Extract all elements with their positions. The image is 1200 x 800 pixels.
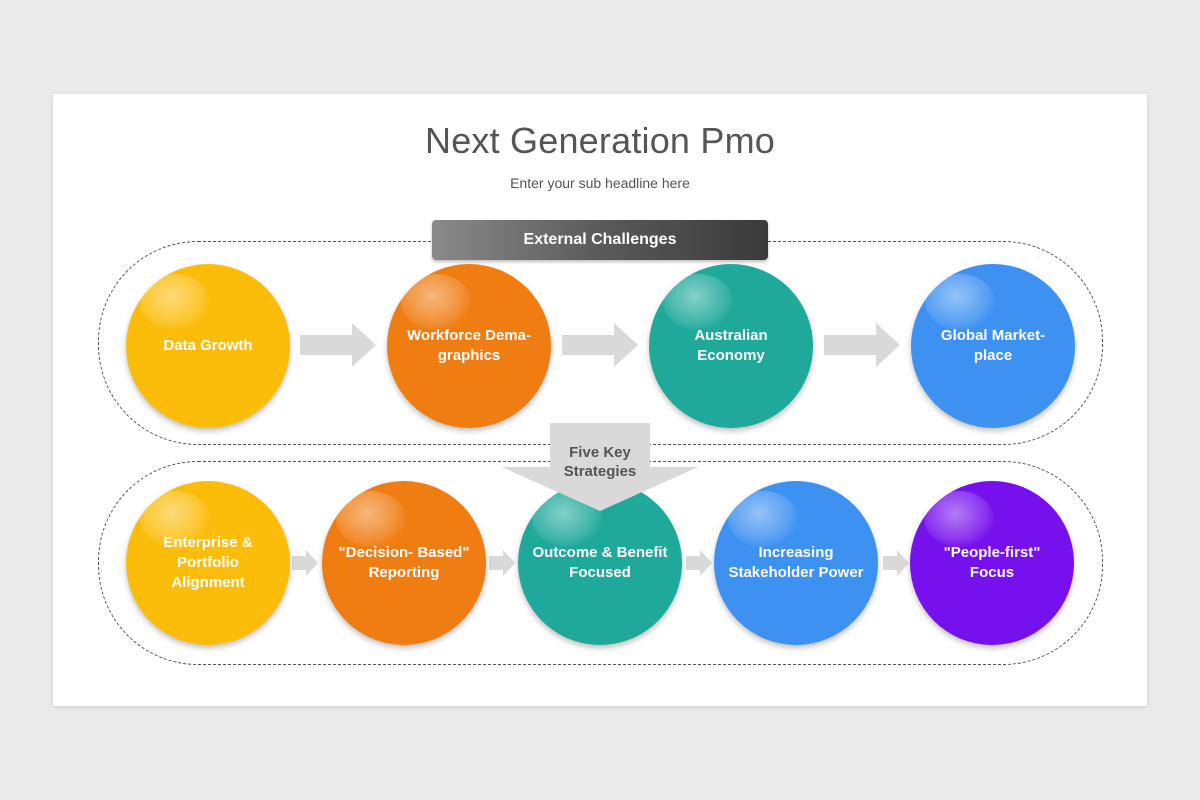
external-challenges-banner: External Challenges xyxy=(432,220,768,260)
circle-decision-based-reporting: "Decision- Based" Reporting xyxy=(322,481,486,645)
circle-label: Enterprise & Portfolio Alignment xyxy=(163,534,253,591)
circle-label: Australian Economy xyxy=(694,327,768,364)
gloss-highlight xyxy=(925,274,995,330)
gloss-highlight xyxy=(728,491,798,547)
five-key-strategies-arrow-tip xyxy=(502,423,698,511)
circle-label: Outcome & Benefit Focused xyxy=(532,544,668,581)
page-subtitle: Enter your sub headline here xyxy=(510,175,690,191)
circle-outcome-benefit-focused: Outcome & Benefit Focused xyxy=(518,481,682,645)
circle-label: "People-first" Focus xyxy=(943,544,1041,581)
circle-global-marketplace: Global Market- place xyxy=(911,264,1075,428)
gloss-highlight xyxy=(924,491,994,547)
circle-increasing-stakeholder-power: Increasing Stakeholder Power xyxy=(714,481,878,645)
gloss-highlight xyxy=(140,274,210,330)
gloss-highlight xyxy=(336,491,406,547)
circle-enterprise-portfolio-alignment: Enterprise & Portfolio Alignment xyxy=(126,481,290,645)
circle-label: "Decision- Based" Reporting xyxy=(338,544,470,581)
circle-label: Global Market- place xyxy=(940,327,1046,364)
circle-people-first-focus: "People-first" Focus xyxy=(910,481,1074,645)
circle-label: Increasing Stakeholder Power xyxy=(728,544,864,581)
five-key-strategies-label: Five Key Strategies xyxy=(563,444,637,480)
top-arrow-3 xyxy=(824,323,900,367)
gloss-highlight xyxy=(401,274,471,330)
bottom-arrow-2 xyxy=(489,550,515,576)
circle-label: Workforce Dema- graphics xyxy=(407,327,531,364)
circle-label: Data Growth xyxy=(163,337,253,354)
bottom-arrow-3 xyxy=(686,550,712,576)
circle-workforce-demographics: Workforce Dema- graphics xyxy=(387,264,551,428)
top-arrow-1 xyxy=(300,323,376,367)
circle-data-growth: Data Growth xyxy=(126,264,290,428)
page-title: Next Generation Pmo xyxy=(425,120,775,161)
top-arrow-2 xyxy=(562,323,638,367)
gloss-highlight xyxy=(140,491,210,547)
bottom-arrow-4 xyxy=(883,550,909,576)
bottom-arrow-1 xyxy=(292,550,318,576)
gloss-highlight xyxy=(663,274,733,330)
circle-australian-economy: Australian Economy xyxy=(649,264,813,428)
